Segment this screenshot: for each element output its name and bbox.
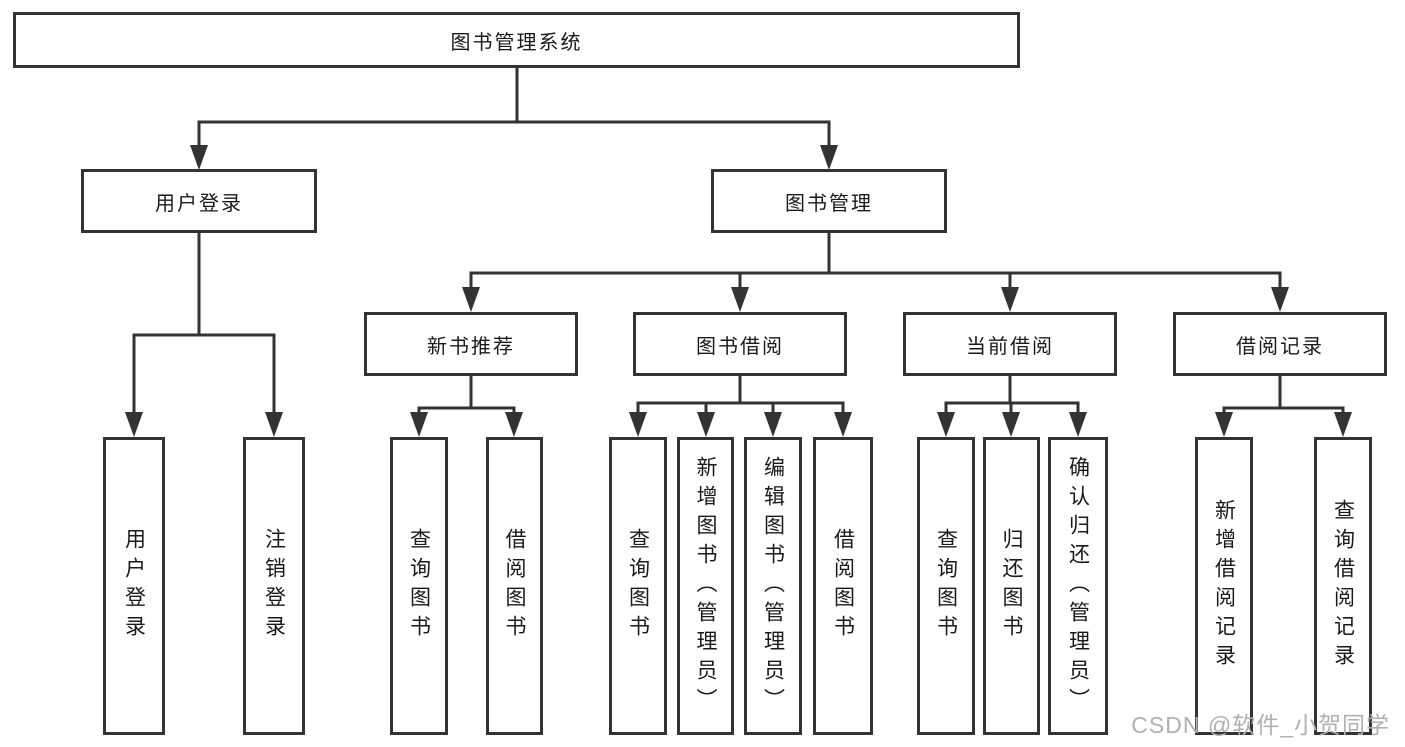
leaf-query-books-borrowing: 查询图书 <box>609 437 667 735</box>
node-label: 查询借阅记录 <box>1331 499 1355 673</box>
leaf-logout: 注销登录 <box>243 437 305 735</box>
node-label: 查询图书 <box>934 528 958 644</box>
leaf-return-books: 归还图书 <box>983 437 1040 735</box>
leaf-edit-book-admin: 编辑图书（管理员） <box>744 437 802 735</box>
leaf-borrow-books-borrowing: 借阅图书 <box>813 437 873 735</box>
node-label: 借阅记录 <box>1236 335 1324 358</box>
leaf-query-borrow-record: 查询借阅记录 <box>1314 437 1372 735</box>
node-label: 图书借阅 <box>696 335 784 358</box>
node-label: 借阅图书 <box>831 528 855 644</box>
leaf-query-books-recommend: 查询图书 <box>390 437 448 735</box>
node-label: 确认归还（管理员） <box>1066 455 1090 717</box>
leaf-add-borrow-record: 新增借阅记录 <box>1195 437 1253 735</box>
leaf-query-books-current: 查询图书 <box>917 437 975 735</box>
node-label: 图书管理 <box>785 192 873 215</box>
node-user-login: 用户登录 <box>81 169 317 233</box>
leaf-user-login: 用户登录 <box>103 437 165 735</box>
node-label: 借阅图书 <box>503 528 526 644</box>
node-borrowing-records: 借阅记录 <box>1173 312 1387 376</box>
node-label: 图书管理系统 <box>450 31 583 54</box>
leaf-borrow-books-recommend: 借阅图书 <box>486 437 543 735</box>
node-label: 新增图书（管理员） <box>694 455 717 717</box>
node-label: 编辑图书（管理员） <box>761 455 785 717</box>
node-new-book-recommendation: 新书推荐 <box>364 312 578 376</box>
node-label: 当前借阅 <box>966 335 1054 358</box>
node-label: 新增借阅记录 <box>1212 499 1236 673</box>
node-book-management: 图书管理 <box>711 169 947 233</box>
node-library-management-system: 图书管理系统 <box>13 12 1020 68</box>
node-label: 归还图书 <box>1000 528 1023 644</box>
node-label: 查询图书 <box>626 528 650 644</box>
node-label: 用户登录 <box>155 192 243 215</box>
arrowheads <box>125 145 1352 437</box>
leaf-add-book-admin: 新增图书（管理员） <box>677 437 734 735</box>
node-label: 查询图书 <box>407 528 431 644</box>
node-label: 注销登录 <box>262 528 286 644</box>
leaf-confirm-return-admin: 确认归还（管理员） <box>1048 437 1108 735</box>
node-current-borrowing: 当前借阅 <box>903 312 1117 376</box>
watermark: CSDN @软件_小贺同学 <box>1131 712 1390 738</box>
node-book-borrowing: 图书借阅 <box>633 312 847 376</box>
node-label: 用户登录 <box>122 528 146 644</box>
node-label: 新书推荐 <box>427 335 515 358</box>
